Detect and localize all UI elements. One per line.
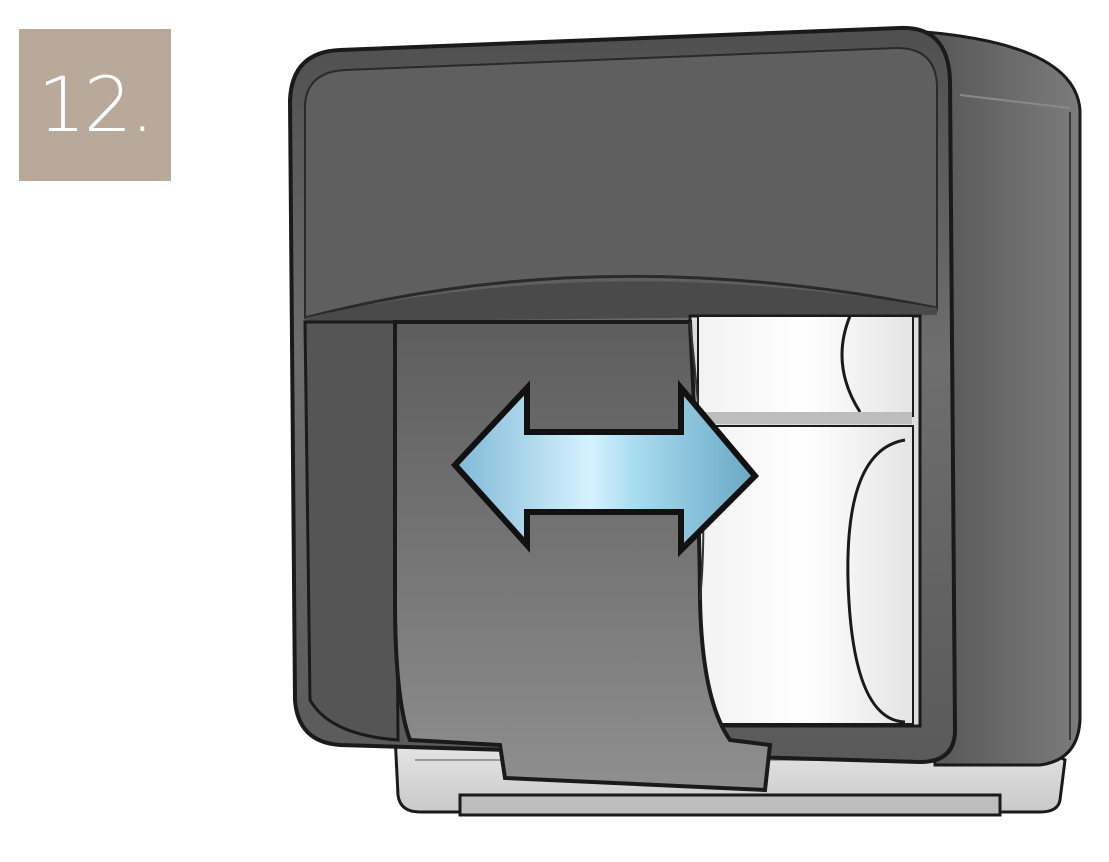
housing-left-inner	[303, 320, 400, 742]
roll-window	[688, 314, 922, 728]
step-badge: 12.	[19, 29, 171, 181]
double-arrow-icon	[450, 379, 760, 558]
housing-side	[923, 30, 1082, 767]
step-number: 12.	[37, 60, 155, 149]
